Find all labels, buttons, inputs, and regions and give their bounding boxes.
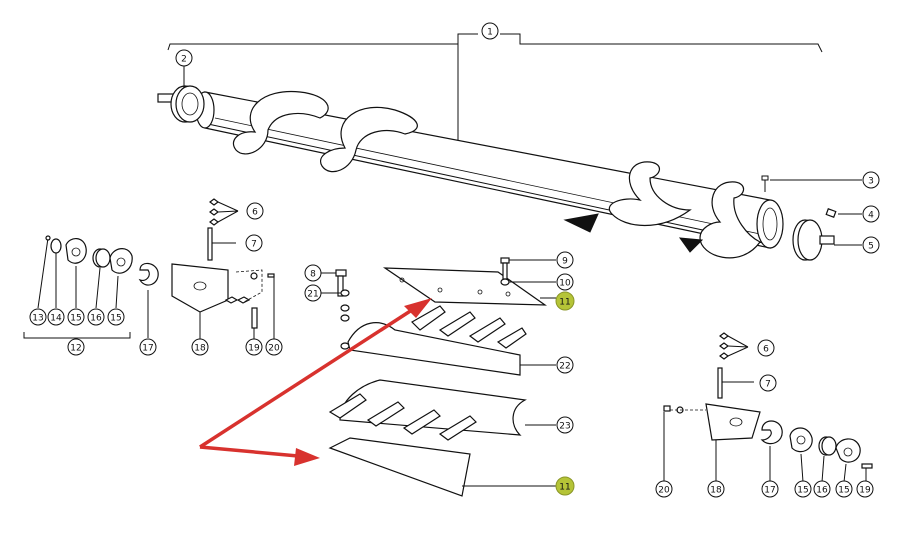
svg-text:19: 19 — [248, 344, 260, 354]
svg-text:16: 16 — [90, 314, 102, 324]
svg-text:21: 21 — [307, 290, 318, 300]
callout-19-right: 19 — [856, 480, 874, 498]
callout-11-lower: 11 — [555, 476, 575, 496]
callout-15-left-a: 15 — [67, 308, 85, 326]
callout-2: 2 — [175, 49, 193, 67]
svg-text:12: 12 — [70, 344, 81, 354]
left-bearing-parts — [23, 235, 159, 339]
callout-13: 13 — [29, 308, 47, 326]
svg-text:4: 4 — [868, 211, 874, 221]
right-bearing-hardware — [663, 332, 873, 483]
svg-text:7: 7 — [765, 380, 771, 390]
callout-markers: 1 2 3 4 5 6 7 8 9 10 11 21 22 23 11 13 1… — [29, 22, 880, 498]
red-arrows — [199, 298, 432, 466]
svg-text:15: 15 — [797, 486, 808, 496]
svg-text:14: 14 — [50, 314, 62, 324]
svg-text:5: 5 — [868, 242, 874, 252]
callout-23: 23 — [556, 416, 574, 434]
callout-10: 10 — [556, 273, 574, 291]
svg-text:17: 17 — [142, 344, 153, 354]
callout-18-right: 18 — [707, 480, 725, 498]
callout-18-left: 18 — [191, 338, 209, 356]
svg-text:3: 3 — [868, 177, 874, 187]
callout-20-right: 20 — [655, 480, 673, 498]
callout-15-right-a: 15 — [794, 480, 812, 498]
callout-19-left: 19 — [245, 338, 263, 356]
assembly-bracket — [167, 33, 823, 140]
callout-15-right-b: 15 — [835, 480, 853, 498]
svg-text:2: 2 — [181, 55, 187, 65]
callout-8: 8 — [304, 264, 322, 282]
callout-4: 4 — [862, 205, 880, 223]
svg-text:22: 22 — [559, 362, 570, 372]
callout-5: 5 — [862, 236, 880, 254]
svg-text:18: 18 — [194, 344, 206, 354]
svg-text:6: 6 — [252, 208, 258, 218]
end-stub-part-2 — [157, 66, 205, 123]
svg-text:20: 20 — [268, 344, 280, 354]
callout-1: 1 — [481, 22, 499, 40]
center-plate-assembly — [320, 257, 556, 497]
callout-17-left: 17 — [139, 338, 157, 356]
callout-7-left: 7 — [245, 234, 263, 252]
svg-text:23: 23 — [559, 422, 570, 432]
right-end-parts — [761, 175, 862, 261]
callout-16-left: 16 — [87, 308, 105, 326]
svg-text:1: 1 — [487, 28, 493, 38]
callout-14: 14 — [47, 308, 65, 326]
svg-text:20: 20 — [658, 486, 670, 496]
callout-7-right: 7 — [759, 374, 777, 392]
svg-text:15: 15 — [70, 314, 81, 324]
callout-9: 9 — [556, 251, 574, 269]
svg-text:7: 7 — [251, 240, 257, 250]
callout-21: 21 — [304, 284, 322, 302]
svg-text:11: 11 — [559, 483, 570, 493]
callout-22: 22 — [556, 356, 574, 374]
callout-15-left-b: 15 — [107, 308, 125, 326]
svg-text:17: 17 — [764, 486, 775, 496]
svg-text:18: 18 — [710, 486, 722, 496]
callout-16-right: 16 — [813, 480, 831, 498]
svg-text:19: 19 — [859, 486, 871, 496]
callout-3: 3 — [862, 171, 880, 189]
callout-11-upper: 11 — [555, 291, 575, 311]
left-bearing-hardware — [171, 198, 275, 340]
auger-flights — [232, 90, 761, 259]
callout-6-left: 6 — [246, 202, 264, 220]
svg-text:15: 15 — [838, 486, 849, 496]
svg-text:16: 16 — [816, 486, 828, 496]
callout-12: 12 — [67, 338, 85, 356]
callout-20-left: 20 — [265, 338, 283, 356]
callout-6-right: 6 — [757, 339, 775, 357]
svg-text:8: 8 — [310, 270, 316, 280]
svg-text:15: 15 — [110, 314, 121, 324]
svg-text:6: 6 — [763, 345, 769, 355]
callout-17-right: 17 — [761, 480, 779, 498]
svg-text:11: 11 — [559, 298, 570, 308]
svg-text:13: 13 — [32, 314, 43, 324]
svg-text:9: 9 — [562, 257, 568, 267]
svg-text:10: 10 — [559, 279, 571, 289]
